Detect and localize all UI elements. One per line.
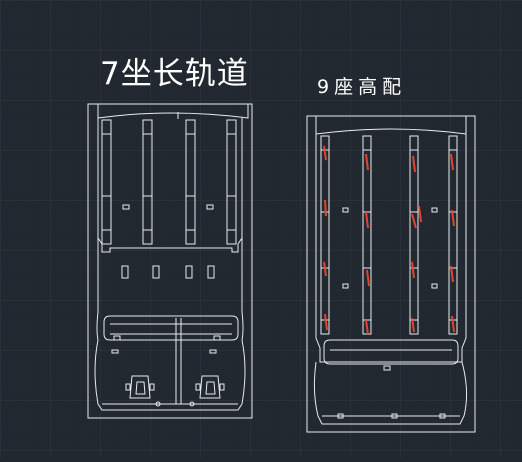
right-interior-outline	[315, 134, 467, 363]
left-rail-1	[101, 119, 112, 245]
left-rear-seat-a	[125, 375, 155, 399]
left-rail-2	[142, 119, 153, 245]
right-floor-plan	[306, 115, 476, 433]
left-interior-outline	[97, 118, 243, 253]
right-rail-3	[409, 135, 419, 335]
left-stub-4	[207, 265, 215, 279]
left-stub-2	[152, 265, 160, 279]
left-cargo-outline	[94, 339, 246, 411]
left-rail-4	[226, 119, 237, 245]
left-rail-3	[185, 119, 196, 245]
left-stub-1	[121, 265, 129, 279]
left-stub-3	[185, 265, 193, 279]
right-floor-outline	[306, 115, 476, 433]
right-top-strip	[315, 116, 467, 135]
right-rear-bench	[323, 339, 459, 371]
left-rear-bench	[103, 315, 239, 404]
right-drawing-title: 9座高配	[317, 76, 407, 98]
right-rail-markers	[323, 145, 455, 335]
left-wheelarch-right	[241, 238, 244, 341]
left-floor-outline	[87, 103, 253, 419]
right-cargo-outline	[313, 361, 468, 425]
left-top-strip	[97, 104, 249, 119]
left-rear-seat-b	[195, 375, 225, 399]
left-wheelarch-left	[96, 238, 99, 341]
left-floor-plan	[87, 103, 253, 419]
left-drawing-title: 7坐长轨道	[100, 56, 249, 92]
